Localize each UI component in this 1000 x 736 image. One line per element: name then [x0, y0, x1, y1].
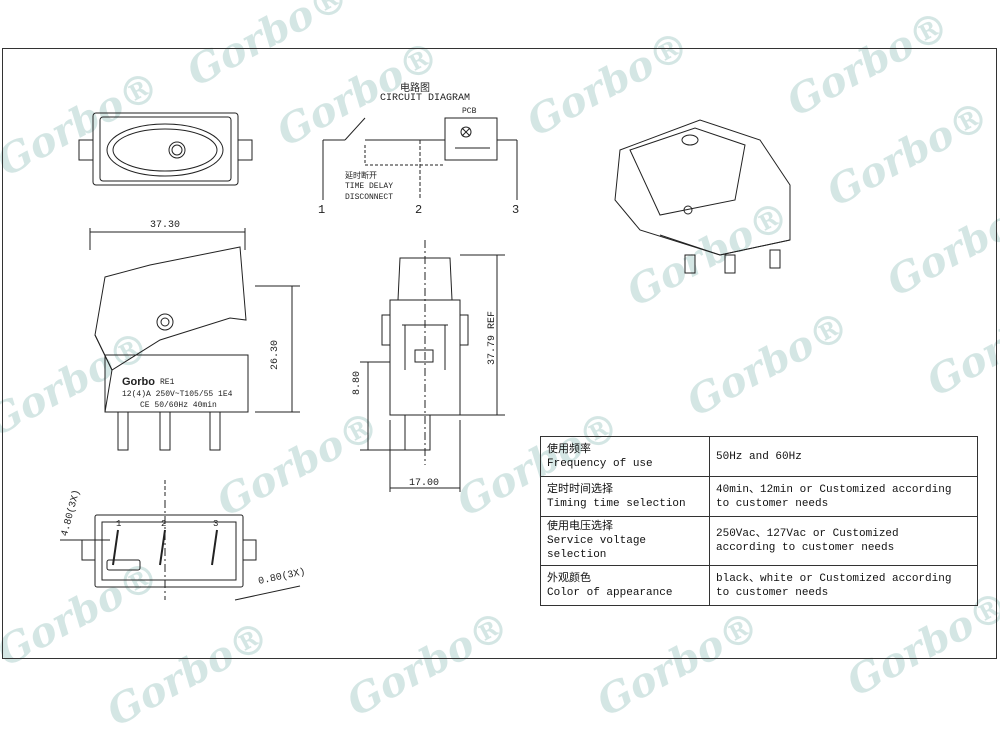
- dimension-depth: 17.00: [409, 478, 440, 489]
- bottom-view: [60, 500, 301, 601]
- circuit-title-cn: 电路图: [400, 84, 430, 95]
- top-view: [78, 112, 253, 186]
- terminal-2-label: 2: [415, 203, 423, 217]
- delay-label-en-1: TIME DELAY: [345, 182, 394, 191]
- terminal-1-label: 1: [318, 203, 326, 217]
- spec-value: 50Hz and 60Hz: [709, 436, 978, 477]
- front-brand: Gorbo: [122, 376, 155, 388]
- isometric-view: [614, 119, 791, 274]
- drawing-lines: [60, 112, 791, 601]
- front-view: [89, 228, 300, 497]
- dimension-width: 37.30: [150, 220, 181, 231]
- dimension-terminal-height: 8.80: [352, 370, 363, 395]
- dimension-ref-height: 37.79 REF: [487, 310, 498, 365]
- bottom-pin-2: 2: [161, 519, 167, 529]
- bottom-pin-3: 3: [213, 519, 219, 529]
- dimension-height: 26.30: [270, 339, 281, 370]
- circuit-title-en: CIRCUIT DIAGRAM: [380, 93, 471, 104]
- delay-label-cn: 延时断开: [345, 172, 377, 181]
- terminal-3-label: 3: [512, 203, 520, 217]
- front-cert-freq: CE 50/60Hz 40min: [140, 401, 217, 410]
- drawing-frame: [2, 48, 997, 659]
- front-rating: 12(4)A 250V~T105/55 1E4: [122, 390, 233, 399]
- side-view: [360, 240, 505, 492]
- delay-label-en-2: DISCONNECT: [345, 193, 394, 202]
- circuit-diagram: [322, 117, 518, 200]
- bottom-pin-1: 1: [116, 519, 122, 529]
- front-model: RE1: [160, 378, 175, 387]
- pcb-label: PCB: [462, 107, 477, 116]
